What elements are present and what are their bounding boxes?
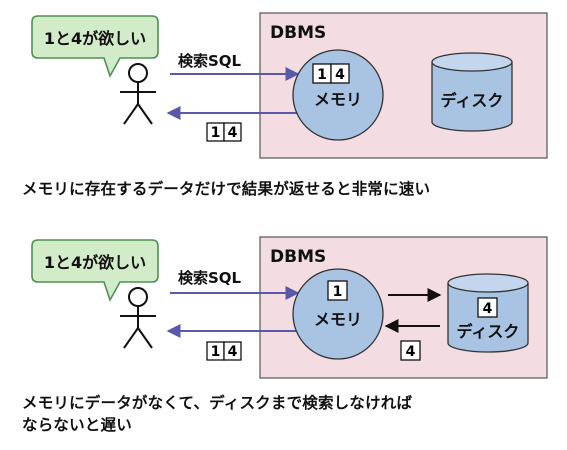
caption-fast: メモリに存在するデータだけで結果が返せると非常に速い [22,180,431,198]
memory-label: メモリ [314,90,362,109]
memory-cells: 1 [327,280,348,301]
query-label: 検索SQL [178,269,242,287]
memory-cell: 1 [317,67,327,83]
memory-label: メモリ [314,310,362,329]
memory-cell: 4 [335,67,345,83]
transfer-cell: 4 [406,344,416,360]
diagram-fast: DBMS 1と4が欲しい 検索SQL 1 4 [31,12,548,159]
user-icon [120,287,156,349]
disk-cells: 4 [477,297,498,318]
bubble-text: 1と4が欲しい [44,29,146,48]
result-cell: 4 [228,125,238,141]
result-cell: 4 [228,344,238,360]
disk-label: ディスク [441,91,504,110]
dbms-title: DBMS [270,247,326,267]
bubble-text: 1と4が欲しい [44,253,146,272]
speech-bubble: 1と4が欲しい [31,15,159,78]
result-cell: 1 [211,125,221,141]
user-icon [120,63,156,125]
caption-line: メモリにデータがなくて、ディスクまで検索しなければ [22,394,413,412]
result-cell: 1 [211,344,221,360]
caption-slow: メモリにデータがなくて、ディスクまで検索しなければ ならないと遅い [22,392,562,436]
disk-cylinder [431,52,513,132]
query-label: 検索SQL [178,52,242,70]
memory-circle [292,268,384,360]
transfer-cells: 4 [400,340,421,361]
caption-line: ならないと遅い [22,416,132,434]
disk-cell: 4 [483,301,493,317]
memory-cell: 1 [333,284,343,300]
speech-bubble: 1と4が欲しい [31,239,159,302]
result-cells: 1 4 [206,122,242,142]
diagram-slow: DBMS 1と4が欲しい 検索SQL 1 4 1 メモリ [31,236,548,379]
memory-cells: 1 4 [312,63,350,84]
result-cells: 1 4 [206,341,242,361]
disk-label: ディスク [457,322,520,341]
dbms-title: DBMS [270,23,326,43]
